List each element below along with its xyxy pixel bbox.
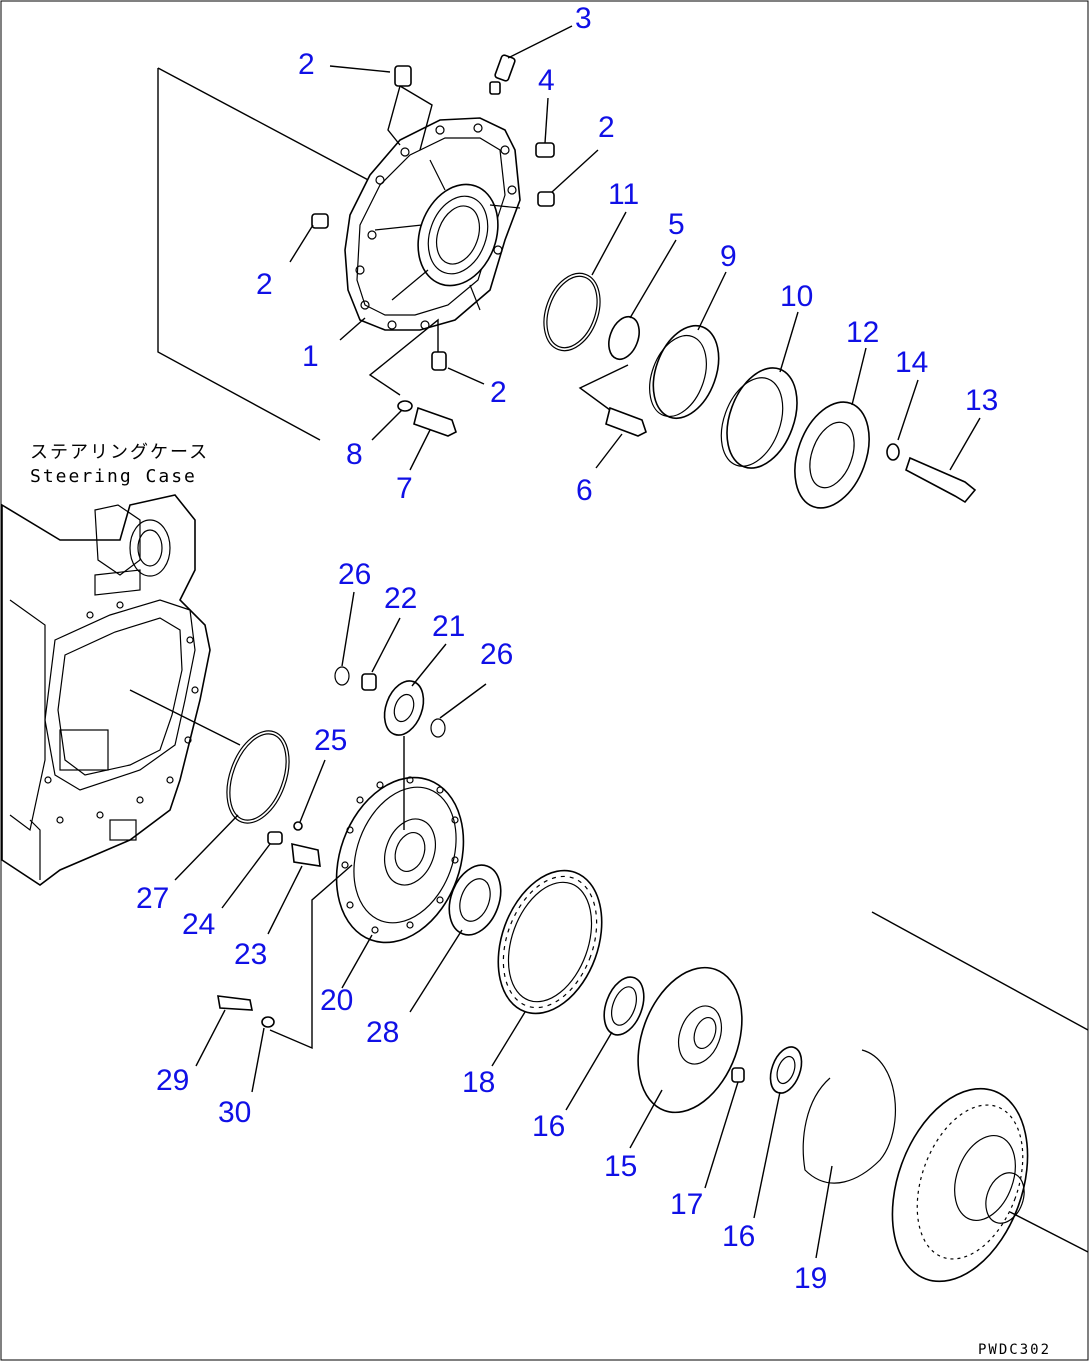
drum-assembly (891, 1087, 1029, 1283)
sensor-part-3 (489, 54, 516, 95)
drawing-code: PWDC302 (978, 1342, 1051, 1358)
callout-2: 2 (490, 376, 507, 409)
washer-part-30 (261, 1016, 275, 1028)
lock-part-26-right (430, 718, 446, 738)
callout-22: 22 (384, 582, 417, 615)
callout-14: 14 (895, 346, 928, 379)
callout-5: 5 (668, 208, 685, 241)
pin-part-24 (267, 831, 283, 845)
callout-26: 26 (480, 638, 513, 671)
plug-parts-2 (311, 65, 555, 371)
callout-18: 18 (462, 1066, 495, 1099)
upper-reference-lines (157, 67, 373, 441)
callout-29: 29 (156, 1064, 189, 1097)
callout-15: 15 (604, 1150, 637, 1183)
leader-lines-lower (174, 591, 833, 1259)
callout-2: 2 (598, 111, 615, 144)
callout-27: 27 (136, 882, 169, 915)
callout-13: 13 (965, 384, 998, 417)
callout-6: 6 (576, 474, 593, 507)
lower-reference-lines (871, 911, 1089, 1253)
steering-case-body (1, 494, 211, 886)
caption-english: Steering Case (30, 466, 197, 487)
callout-23: 23 (234, 938, 267, 971)
callout-4: 4 (538, 64, 555, 97)
snap-ring-part-19 (802, 1049, 896, 1184)
hub-part-15 (637, 966, 743, 1114)
o-ring-part-11 (543, 272, 601, 352)
callout-20: 20 (320, 984, 353, 1017)
bolt-part-13 (905, 456, 977, 504)
ring-27-axis-line (129, 689, 241, 746)
bolt-part-6 (605, 406, 647, 437)
callout-10: 10 (780, 280, 813, 313)
callout-8: 8 (346, 438, 363, 471)
callout-21: 21 (432, 610, 465, 643)
thrust-washer-part-16-left (603, 976, 645, 1036)
ring-part-10 (720, 367, 798, 469)
bolt-part-29 (217, 995, 253, 1011)
thrust-washer-part-16-right (769, 1046, 803, 1094)
shaft-part-23 (291, 842, 321, 867)
callout-30: 30 (218, 1096, 251, 1129)
ring-gear-part-18 (497, 869, 603, 1015)
callout-24: 24 (182, 908, 215, 941)
callout-1: 1 (302, 340, 319, 373)
callout-3: 3 (575, 2, 592, 35)
pin-part-17 (731, 1067, 745, 1083)
lock-part-26-left (334, 666, 350, 686)
callout-28: 28 (366, 1016, 399, 1049)
cover-part-12 (794, 401, 870, 509)
ring-part-9 (649, 324, 720, 420)
callout-7: 7 (396, 472, 413, 505)
plug-part-4 (535, 142, 555, 158)
callout-2: 2 (298, 48, 315, 81)
callout-26: 26 (338, 558, 371, 591)
leader-lines-upper (289, 25, 981, 471)
seal-part-28 (448, 864, 502, 936)
callout-25: 25 (314, 724, 347, 757)
caption-japanese: ステアリングケース (30, 442, 209, 463)
callout-12: 12 (846, 316, 879, 349)
callout-11: 11 (608, 178, 639, 211)
bearing-part-21 (383, 680, 425, 736)
callout-numbers: 2 3 4 2 11 5 9 10 12 14 13 2 1 2 8 7 6 2… (136, 2, 998, 1295)
steering-case-caption: ステアリングケース Steering Case (30, 442, 209, 487)
callout-2: 2 (256, 268, 273, 301)
bolt-part-7 (413, 406, 457, 437)
washer-part-14 (886, 443, 900, 461)
ball-part-25 (293, 821, 303, 831)
callout-16: 16 (532, 1110, 565, 1143)
callout-16: 16 (722, 1220, 755, 1253)
washer-part-8 (397, 400, 413, 412)
nut-part-22 (361, 673, 377, 691)
callout-19: 19 (794, 1262, 827, 1295)
callout-17: 17 (670, 1188, 703, 1221)
housing-part-1 (344, 117, 521, 331)
o-ring-part-27 (226, 730, 290, 824)
carrier-part-20 (335, 776, 465, 944)
callout-9: 9 (720, 240, 737, 273)
plate-part-5 (608, 315, 640, 361)
